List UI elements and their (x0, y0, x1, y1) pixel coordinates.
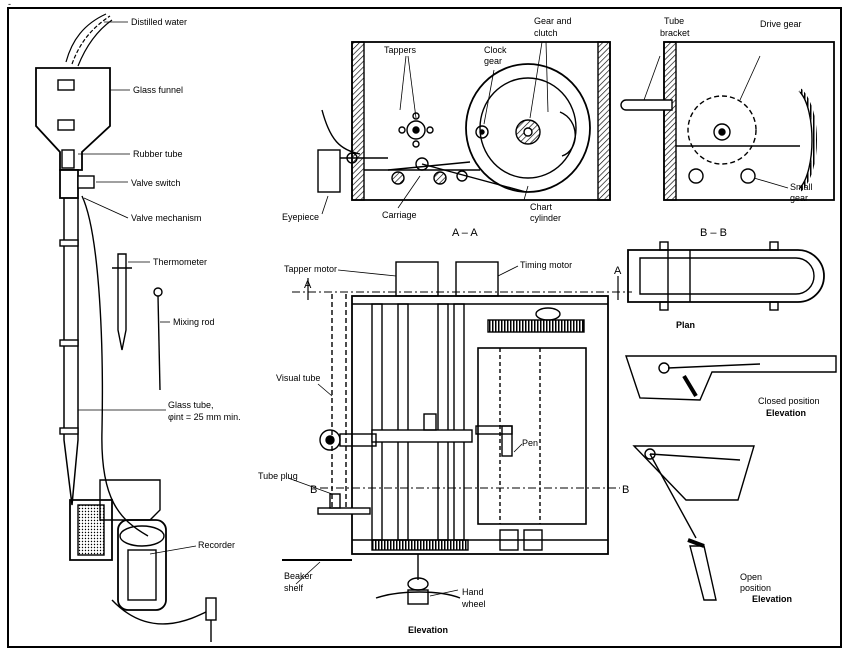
label-timing-motor: Timing motor (520, 260, 572, 270)
label-drive-gear: Drive gear (760, 19, 802, 29)
section-bb-title: B – B (700, 227, 727, 239)
label-closed-elevation: Elevation (766, 408, 806, 418)
label-recorder: Recorder (198, 540, 235, 550)
section-mark-b-left: B (310, 484, 317, 496)
label-valve-switch: Valve switch (131, 178, 180, 188)
label-tube-bracket: Tube (664, 16, 684, 26)
label-valve-mechanism: Valve mechanism (131, 213, 201, 223)
section-aa-title: A – A (452, 227, 478, 239)
figure-border (7, 7, 842, 648)
label-beaker-shelf: Beaker (284, 571, 313, 581)
elevation-drawing (282, 261, 632, 605)
label-small-gear-2: gear (790, 193, 808, 203)
label-chart-cylinder: Chart (530, 202, 553, 212)
label-mixing-rod: Mixing rod (173, 317, 215, 327)
section-aa-drawing (317, 41, 611, 215)
label-carriage: Carriage (382, 210, 417, 220)
section-bb-drawing (620, 41, 835, 201)
label-open: Open (740, 572, 762, 582)
label-clock-gear: Clock (484, 45, 507, 55)
label-hand-wheel-2: wheel (461, 599, 486, 609)
label-chart-cylinder-2: cylinder (530, 213, 561, 223)
label-thermometer: Thermometer (153, 257, 207, 267)
label-closed-position: Closed position (758, 396, 820, 406)
label-eyepiece: Eyepiece (282, 212, 319, 222)
label-visual-tube: Visual tube (276, 373, 320, 383)
left-labels: Distilled water Glass funnel Rubber tube… (131, 17, 241, 550)
label-small-gear: Small (790, 182, 813, 192)
label-glass-tube: Glass tube, (168, 400, 214, 410)
label-beaker-shelf-2: shelf (284, 583, 304, 593)
section-mark-a-left: A (304, 279, 312, 291)
left-apparatus (35, 13, 217, 642)
label-gear-clutch: Gear and (534, 16, 572, 26)
label-distilled-water: Distilled water (131, 17, 187, 27)
label-glass-tube-dia: φint = 25 mm min. (168, 412, 241, 422)
elevation-title: Elevation (408, 625, 448, 635)
section-mark-a-right: A (614, 265, 622, 277)
label-pen: Pen (522, 438, 538, 448)
label-gear-clutch-2: clutch (534, 28, 558, 38)
label-plan: Plan (676, 320, 695, 330)
elevation-labels: Tapper motor Timing motor A A Visual tub… (258, 260, 629, 635)
label-clock-gear-2: gear (484, 56, 502, 66)
right-views-drawing (625, 241, 837, 601)
label-open-position: position (740, 583, 771, 593)
label-tappers: Tappers (384, 45, 417, 55)
label-open-elevation: Elevation (752, 594, 792, 604)
section-bb-labels: Tube bracket Drive gear Small gear B – B (660, 16, 813, 239)
section-aa-labels: Tappers Clock gear Gear and clutch Chart… (282, 16, 572, 239)
label-glass-funnel: Glass funnel (133, 85, 183, 95)
label-tube-bracket-2: bracket (660, 28, 690, 38)
label-tube-plug: Tube plug (258, 471, 298, 481)
corner-mark: - (8, 0, 11, 9)
right-views-labels: Plan Closed position Elevation Open posi… (676, 320, 820, 604)
label-tapper-motor: Tapper motor (284, 264, 337, 274)
label-hand-wheel: Hand (462, 587, 484, 597)
label-rubber-tube: Rubber tube (133, 149, 183, 159)
section-mark-b-right: B (622, 484, 629, 496)
